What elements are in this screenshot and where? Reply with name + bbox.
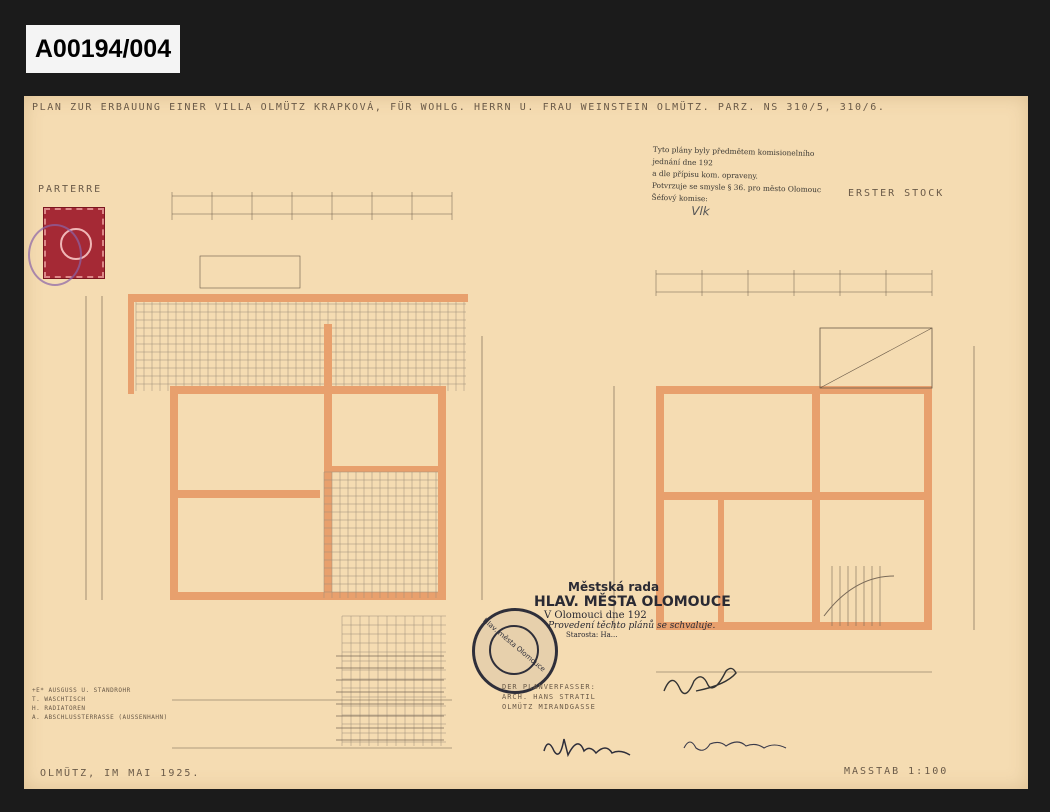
- first-outer-left: [656, 386, 664, 630]
- archive-id-label: A00194/004: [26, 25, 180, 73]
- council-approval-stamp: Městská rada HLAV. MĚSTA OLOMOUCE V Olom…: [534, 580, 731, 639]
- legend-item-3: H. RADIATOREN: [32, 705, 86, 712]
- ground-inner-wall-3: [332, 466, 442, 472]
- first-outer-right: [924, 386, 932, 630]
- floor-label-first: ERSTER STOCK: [848, 188, 945, 199]
- architect-name: ARCH. HANS STRATIL: [502, 693, 596, 701]
- floor-label-ground: PARTERRE: [38, 184, 103, 195]
- terrace-edge-right: [462, 294, 468, 302]
- first-outer-bottom: [656, 622, 932, 630]
- council-line-5: Starosta: Ha...: [566, 631, 618, 639]
- legend-item-1: +E* AUSGUSS U. STANDROHR: [32, 687, 131, 694]
- architect-caption: DER PLANVERFASSER:: [502, 683, 596, 691]
- signatures: [543, 667, 787, 758]
- ground-inner-wall-2: [324, 324, 332, 600]
- owner-signature: [683, 741, 787, 751]
- architect-city: OLMÜTZ MIRANDGASSE: [502, 703, 596, 711]
- council-line-4: Provedení těchto plánů se schvaluje.: [548, 621, 716, 631]
- first-inner-wall-2: [812, 386, 820, 630]
- terrace-edge-bottom: [128, 296, 468, 302]
- mayor-signature: [663, 667, 737, 695]
- balcony-outline: [819, 327, 933, 389]
- council-line-2: HLAV. MĚSTA OLOMOUCE: [534, 594, 731, 610]
- council-line-3: V Olomouci dne 192: [544, 610, 647, 621]
- ground-outer-right: [438, 386, 446, 600]
- council-line-1: Městská rada: [568, 580, 660, 594]
- plan-title: PLAN ZUR ERBAUUNG EINER VILLA OLMÜTZ KRA…: [32, 102, 886, 113]
- cancellation-mark: [28, 224, 82, 286]
- municipal-seal: Hlav. města Olomouce: [472, 608, 558, 694]
- architect-block: DER PLANVERFASSER: ARCH. HANS STRATIL OL…: [502, 682, 596, 712]
- terrace-wall-left: [128, 294, 134, 394]
- legend-item-4: A. ABSCHLUSSTERRASSE (AUSSENHAHN): [32, 714, 168, 721]
- first-outer-top: [656, 386, 932, 394]
- first-inner-wall-1: [656, 492, 932, 500]
- legend: +E* AUSGUSS U. STANDROHR T. WASCHTISCH H…: [32, 686, 168, 722]
- balcony-diagonal: [819, 327, 933, 389]
- plan-sheet: PLAN ZUR ERBAUUNG EINER VILLA OLMÜTZ KRA…: [24, 96, 1028, 789]
- ground-outer-bottom: [170, 592, 446, 600]
- first-inner-wall-3: [718, 500, 724, 630]
- place-date: OLMÜTZ, IM MAI 1925.: [40, 768, 201, 779]
- porch-outline: [199, 255, 301, 289]
- floor-plan-drawing: [85, 192, 975, 749]
- stair-curve: [823, 575, 895, 617]
- scale-label: MASSTAB 1:100: [844, 766, 949, 777]
- ground-outer-top: [170, 386, 446, 394]
- ground-inner-wall-1: [170, 490, 320, 498]
- legend-item-2: T. WASCHTISCH: [32, 696, 86, 703]
- architect-signature: [543, 738, 631, 758]
